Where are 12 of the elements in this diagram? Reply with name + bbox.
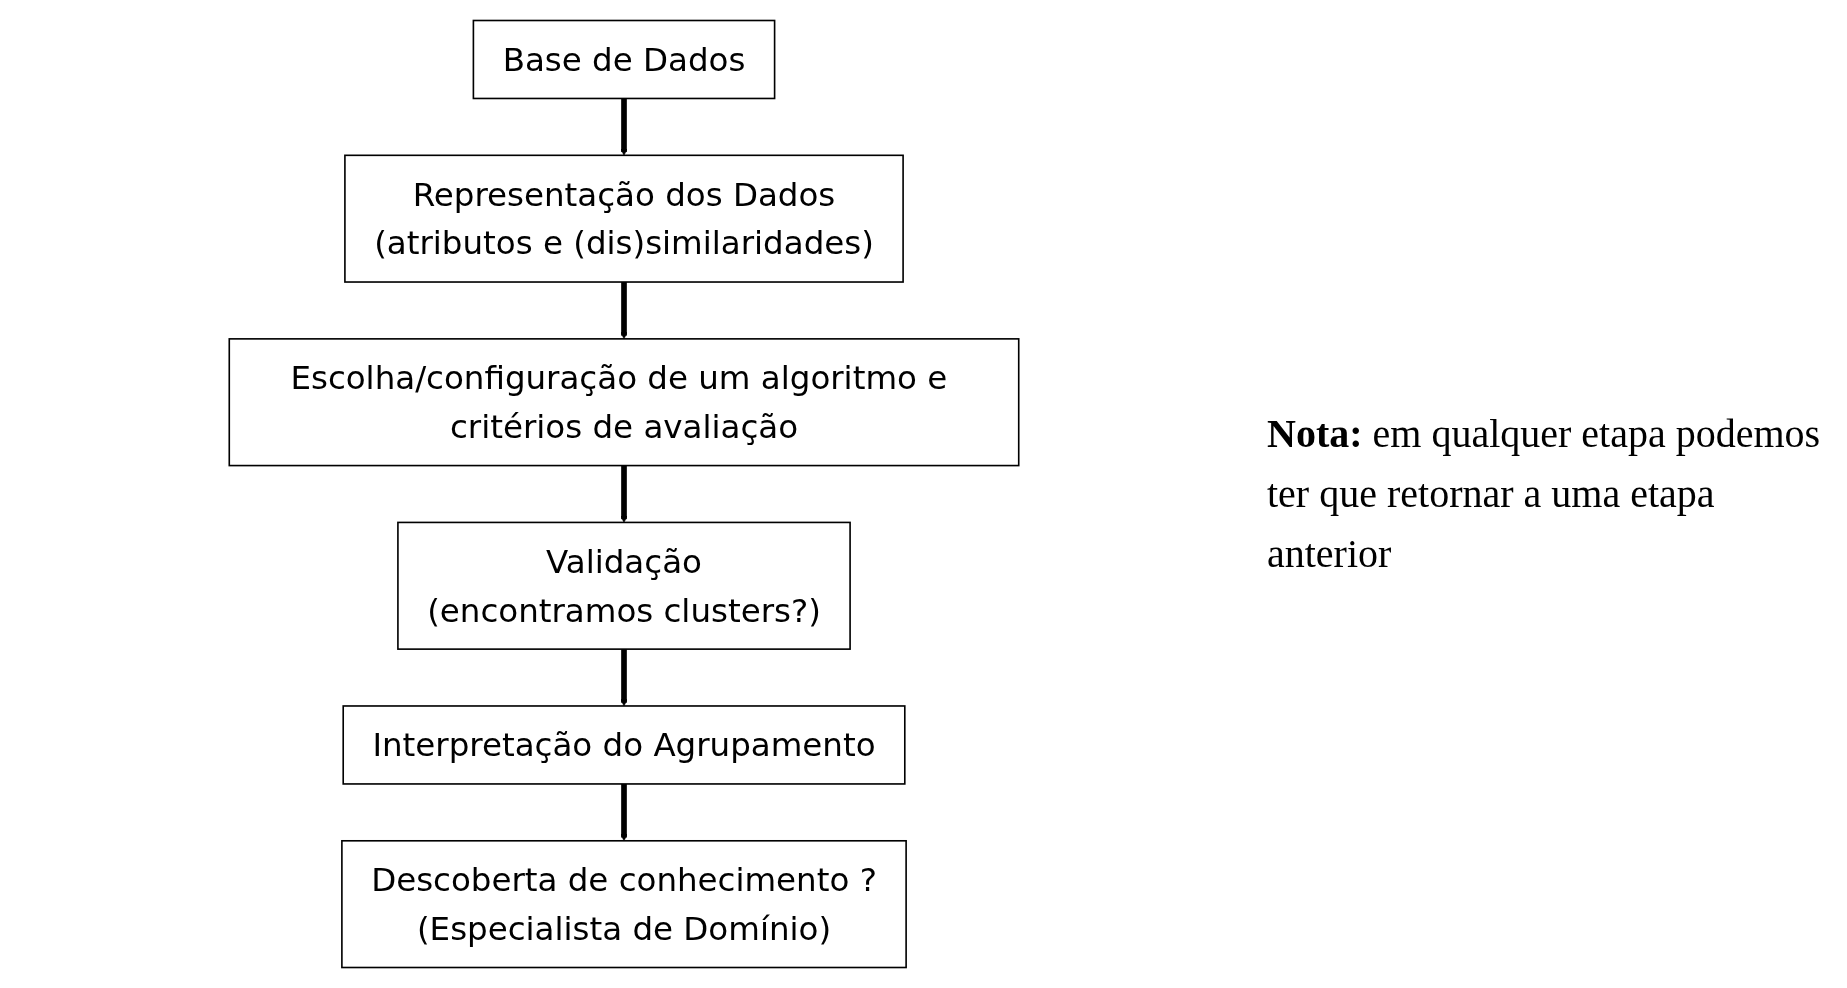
arrow bbox=[619, 282, 628, 340]
node-box: Validação (encontramos clusters?) bbox=[396, 521, 851, 650]
arrow bbox=[619, 98, 628, 156]
node-box: Base de Dados bbox=[472, 19, 775, 100]
node-box: Descoberta de conhecimento ? (Especialista de Domínio) bbox=[340, 840, 907, 969]
node-box: Interpretação do Agrupamento bbox=[341, 705, 906, 785]
node-box: Representação dos Dados (atributos e (dis)similaridades) bbox=[343, 154, 904, 283]
arrow bbox=[619, 783, 628, 842]
note-text: Nota: em qualquer etapa podemos ter que retornar a uma etapa anterior bbox=[1267, 410, 1822, 578]
node-box: Escolha/configuração de um algoritmo e critérios de avaliação bbox=[227, 338, 1020, 467]
arrow bbox=[619, 649, 628, 707]
arrow bbox=[619, 465, 628, 523]
